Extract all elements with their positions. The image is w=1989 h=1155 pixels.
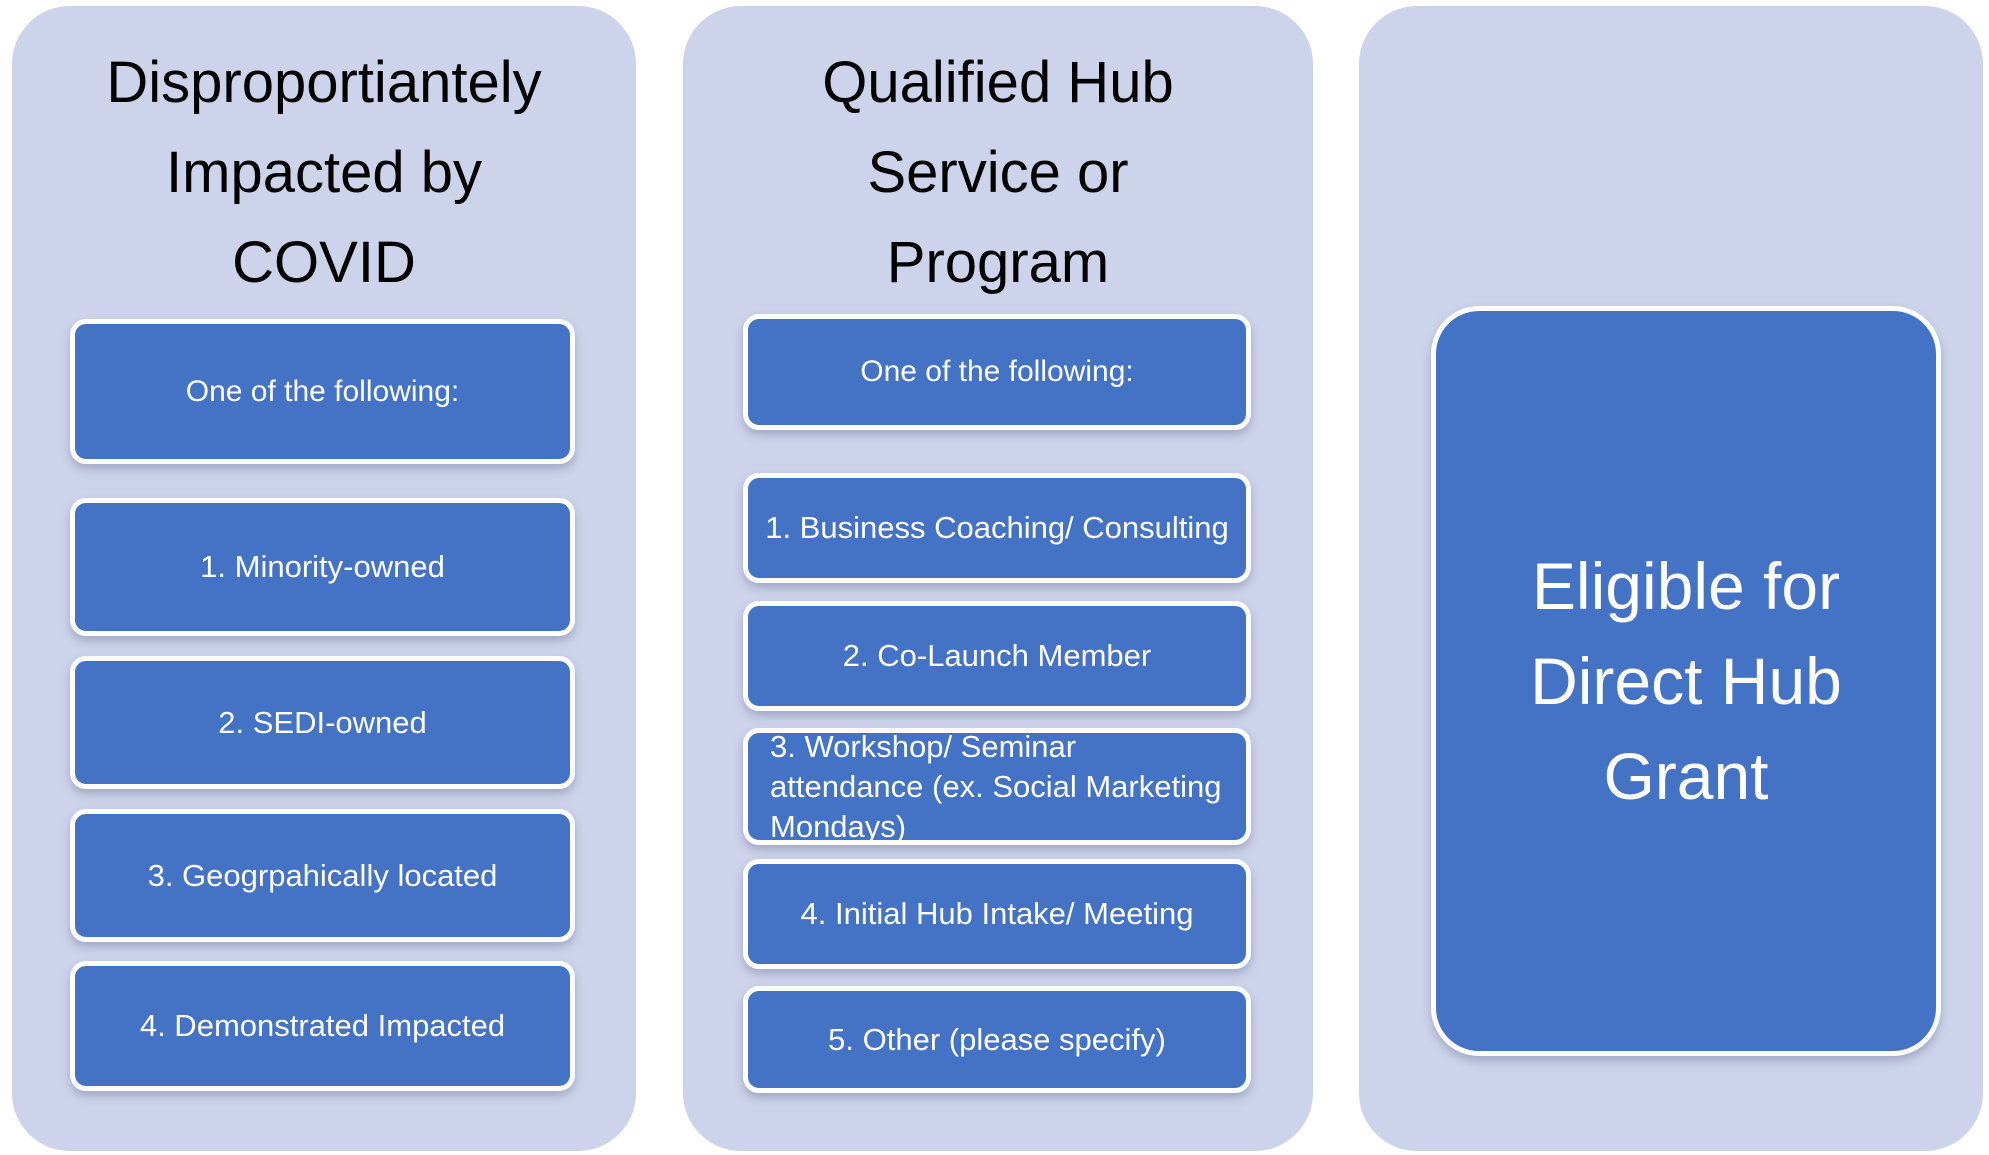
column-qualified-hub-service: Qualified Hub Service or Program One of …	[683, 6, 1313, 1151]
result-box-eligible-for-grant: Eligible for Direct Hub Grant	[1431, 306, 1941, 1056]
column-2-title: Qualified Hub Service or Program	[822, 50, 1174, 295]
column-1-title: Disproportiantely Impacted by COVID	[106, 50, 542, 295]
intro-box: One of the following:	[743, 314, 1251, 430]
option-box-geographically-located: 3. Geogrpahically located	[70, 809, 575, 942]
column-result: Eligible for Direct Hub Grant	[1359, 6, 1983, 1151]
option-box-workshop-seminar: 3. Workshop/ Seminar attendance (ex. Soc…	[743, 728, 1251, 845]
option-box-other: 5. Other (please specify)	[743, 986, 1251, 1093]
column-disproportionately-impacted: Disproportiantely Impacted by COVID One …	[12, 6, 636, 1151]
option-box-co-launch-member: 2. Co-Launch Member	[743, 601, 1251, 711]
option-box-initial-hub-intake: 4. Initial Hub Intake/ Meeting	[743, 859, 1251, 969]
intro-box: One of the following:	[70, 319, 575, 464]
option-box-minority-owned: 1. Minority-owned	[70, 498, 575, 636]
option-box-demonstrated-impacted: 4. Demonstrated Impacted	[70, 961, 575, 1091]
option-box-business-coaching: 1. Business Coaching/ Consulting	[743, 473, 1251, 583]
option-box-sedi-owned: 2. SEDI-owned	[70, 656, 575, 789]
